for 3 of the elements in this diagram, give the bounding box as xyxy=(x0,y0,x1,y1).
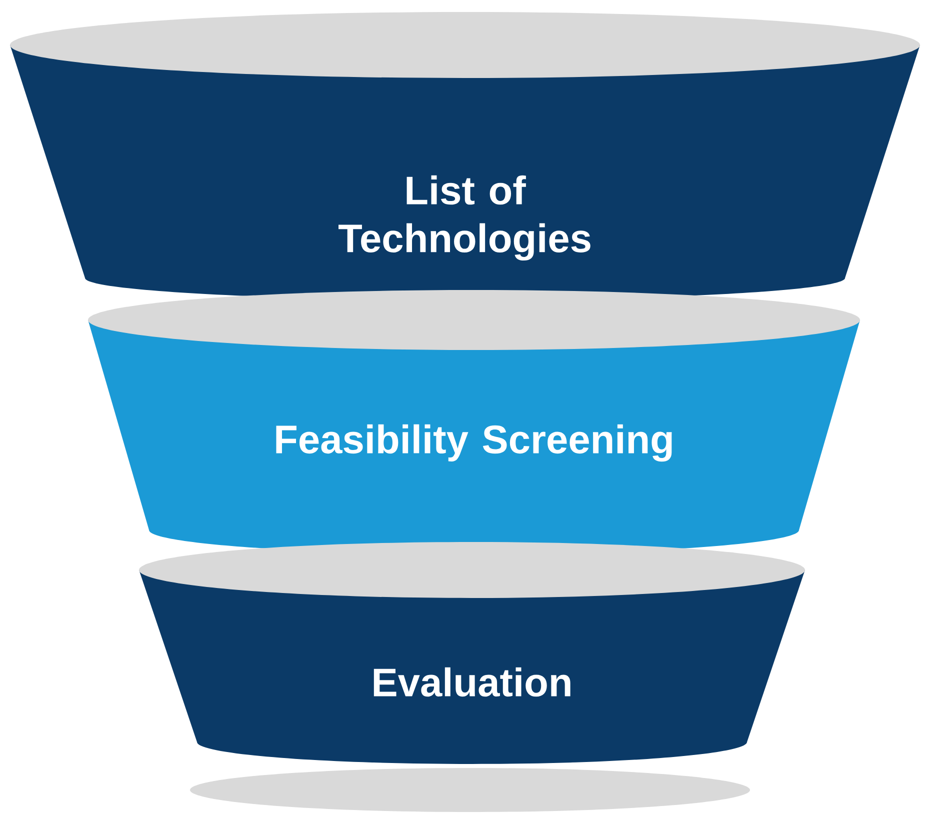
funnel-band: Evaluation xyxy=(139,542,805,764)
funnel-band: List of Technologies xyxy=(10,12,920,300)
funnel-band: Feasibility Screening xyxy=(88,290,860,554)
